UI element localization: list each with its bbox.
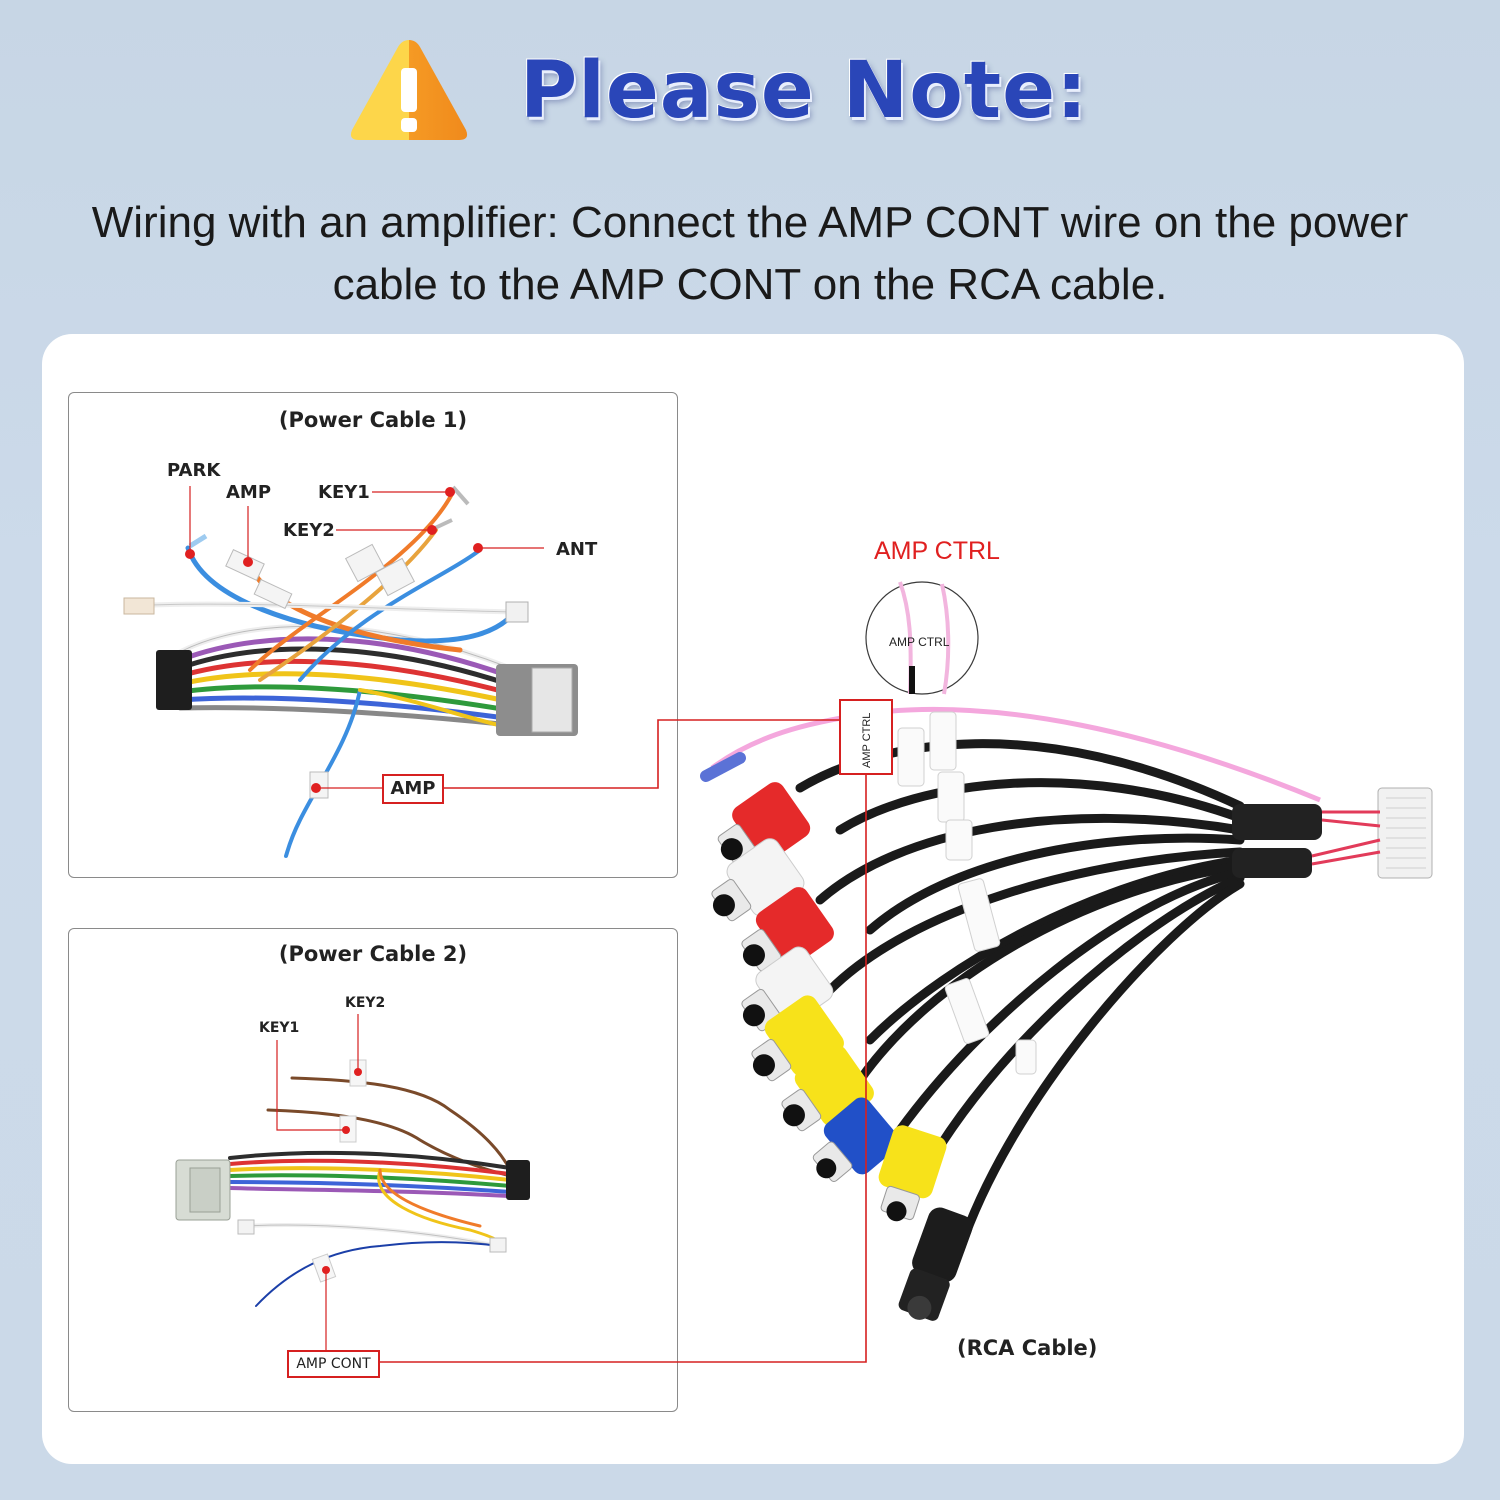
zoom-amp-ctrl-tag: AMP CTRL (889, 635, 950, 649)
amp-ctrl-label: AMP CTRL (874, 537, 1000, 565)
power-cable-1-harness (123, 485, 578, 858)
key1-label: KEY1 (318, 482, 370, 503)
ant-label: ANT (556, 539, 598, 560)
rca-plug-yellow-3 (878, 1125, 947, 1222)
header: Please Note: Wiring with an amplifier: C… (0, 0, 1500, 330)
rca-cable-title: (RCA Cable) (957, 1336, 1098, 1360)
rca-plug-blue (812, 1097, 900, 1182)
rca-cable: AMP CTRL AMP CTRL (700, 581, 1433, 1321)
key2-label-2: KEY2 (345, 995, 386, 1011)
amp-callout: AMP (382, 774, 444, 804)
key1-label-2: KEY1 (259, 1020, 300, 1036)
key2-label: KEY2 (283, 520, 335, 541)
park-label: PARK (167, 460, 221, 481)
power-cable-1-title: (Power Cable 1) (278, 408, 468, 432)
amp-cont-callout: AMP CONT (287, 1350, 380, 1378)
instruction-text: Wiring with an amplifier: Connect the AM… (91, 198, 1409, 309)
rca-plug-red-2 (741, 887, 834, 972)
amp-label: AMP (226, 482, 272, 503)
rca-amp-ctrl-tag: AMP CTRL (861, 713, 873, 768)
connection-lines (380, 719, 867, 1363)
power-cable-2-title: (Power Cable 2) (278, 942, 468, 966)
page-title: Please Note: (520, 46, 1089, 136)
mic-jack (898, 1207, 973, 1321)
power-cable-2-harness (175, 1014, 530, 1350)
warning-icon (350, 40, 468, 140)
